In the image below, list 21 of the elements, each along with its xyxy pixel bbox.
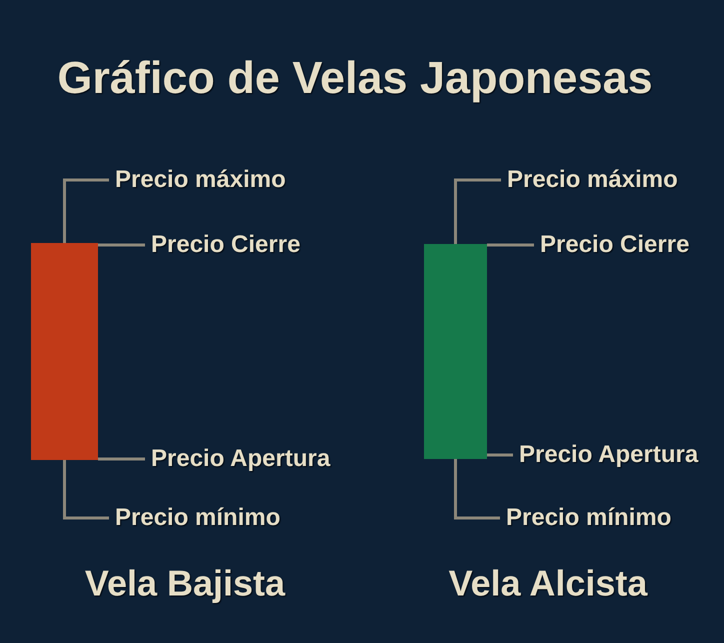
leader-line: [487, 244, 534, 246]
wick-line: [63, 178, 109, 243]
price-label: Precio mínimo: [506, 504, 672, 532]
price-label: Precio Apertura: [519, 441, 698, 469]
wick-line: [63, 460, 109, 520]
leader-line: [98, 244, 145, 246]
price-label: Precio Cierre: [540, 231, 690, 259]
wick-line: [454, 178, 501, 244]
leader-line: [98, 458, 145, 460]
candle-body: [424, 244, 487, 459]
candle-body: [31, 243, 98, 460]
price-label: Precio Apertura: [151, 445, 330, 473]
price-label: Precio mínimo: [115, 504, 280, 532]
candle-caption: Vela Alcista: [448, 562, 648, 604]
price-label: Precio máximo: [507, 166, 678, 194]
wick-line: [454, 459, 500, 520]
price-label: Precio máximo: [115, 166, 286, 194]
leader-line: [487, 454, 513, 456]
price-label: Precio Cierre: [151, 231, 300, 259]
chart-title: Gráfico de Velas Japonesas: [57, 52, 653, 104]
candle-caption: Vela Bajista: [84, 562, 286, 604]
